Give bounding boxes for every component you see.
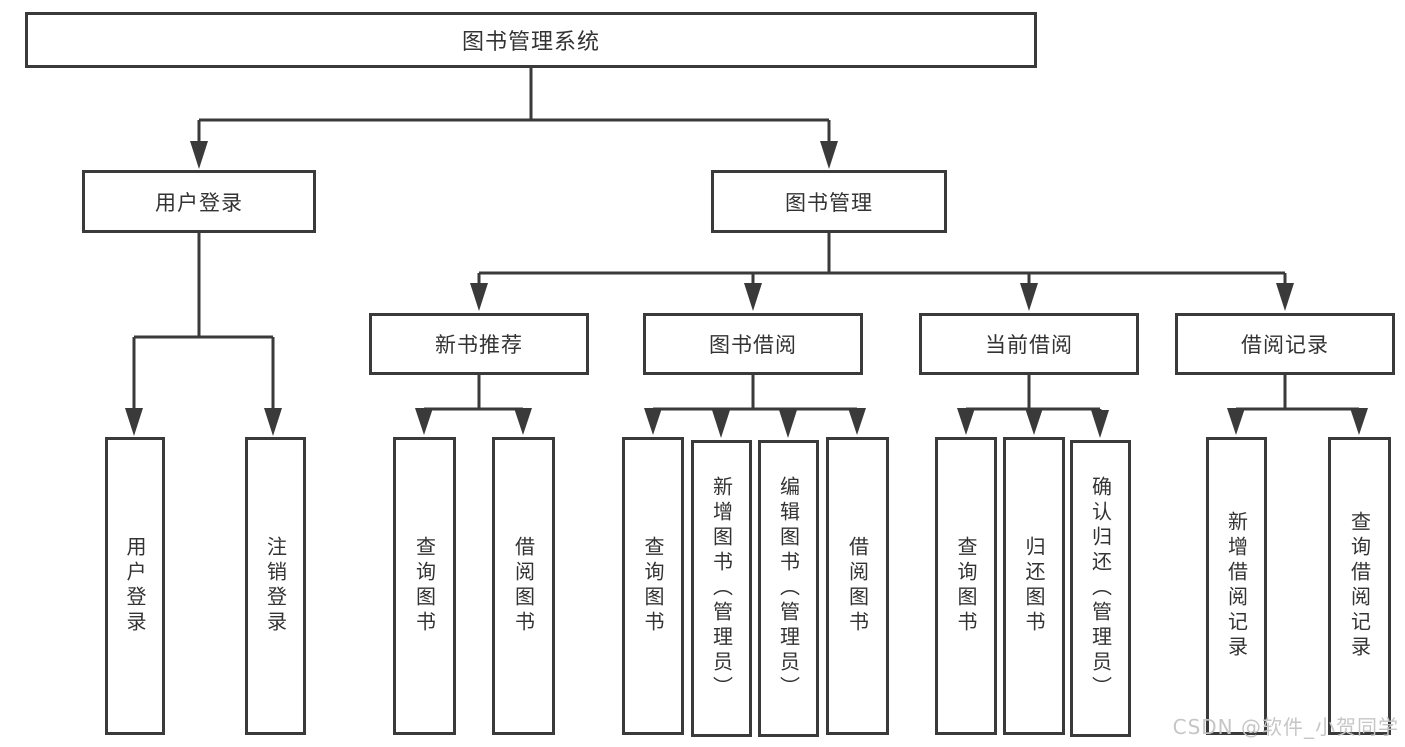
leaf-user-login: 用户登录 bbox=[105, 437, 165, 735]
node-book-borrow: 图书借阅 bbox=[643, 313, 863, 375]
connector-book-management-children bbox=[477, 233, 1287, 286]
connector-borrow-records-children bbox=[1234, 375, 1361, 412]
arrow-user-login bbox=[190, 141, 208, 169]
arrow-bb-query bbox=[644, 408, 662, 435]
arrow-nb-query bbox=[415, 408, 433, 435]
leaf-br-query-record: 查询借阅记录 bbox=[1328, 437, 1391, 735]
arrow-bb-add bbox=[712, 410, 730, 438]
connector-root-to-level2 bbox=[197, 68, 831, 144]
leaf-bb-borrow-books: 借阅图书 bbox=[826, 437, 889, 735]
arrow-borrow-records bbox=[1276, 283, 1294, 311]
connector-user-login-children bbox=[132, 233, 275, 410]
node-current-borrow: 当前借阅 bbox=[919, 313, 1139, 375]
leaf-logout-login: 注销登录 bbox=[245, 437, 306, 735]
arrow-nb-borrow bbox=[514, 408, 532, 435]
arrow-book-management bbox=[820, 141, 838, 169]
leaf-cb-confirm-return-admin: 确认归还（管理员） bbox=[1070, 440, 1131, 737]
arrow-book-borrow bbox=[744, 283, 762, 311]
leaf-br-add-record: 新增借阅记录 bbox=[1206, 437, 1267, 735]
leaf-bb-query-books: 查询图书 bbox=[622, 437, 684, 735]
arrow-cb-query bbox=[957, 408, 975, 435]
arrow-leaf-user-login bbox=[125, 408, 143, 436]
leaf-nb-query-books: 查询图书 bbox=[393, 437, 456, 735]
leaf-cb-return-books: 归还图书 bbox=[1003, 437, 1065, 735]
connector-new-book-children bbox=[422, 375, 525, 412]
leaf-nb-borrow-books: 借阅图书 bbox=[492, 437, 555, 735]
leaf-bb-edit-books-admin: 编辑图书（管理员） bbox=[758, 440, 819, 737]
arrow-bb-borrow bbox=[848, 408, 866, 435]
arrow-br-add bbox=[1227, 408, 1245, 435]
arrow-bb-edit bbox=[779, 410, 797, 438]
node-root-system: 图书管理系统 bbox=[25, 12, 1037, 68]
connector-book-borrow-children bbox=[651, 375, 859, 412]
leaf-bb-add-books-admin: 新增图书（管理员） bbox=[691, 440, 752, 737]
arrow-br-query bbox=[1350, 408, 1368, 435]
leaf-cb-query-books: 查询图书 bbox=[935, 437, 997, 735]
arrow-leaf-logout bbox=[264, 408, 282, 436]
arrow-cb-return bbox=[1025, 408, 1043, 435]
node-borrow-records: 借阅记录 bbox=[1175, 313, 1395, 375]
node-user-login: 用户登录 bbox=[82, 170, 316, 233]
node-book-management: 图书管理 bbox=[711, 170, 947, 233]
arrow-current-borrow bbox=[1020, 283, 1038, 311]
arrow-new-book-recommend bbox=[470, 283, 488, 311]
csdn-watermark: CSDN @软件_小贺同学 bbox=[1172, 715, 1399, 739]
arrow-cb-confirm bbox=[1091, 410, 1109, 438]
connector-current-borrow-children bbox=[964, 375, 1102, 412]
node-new-book-recommend: 新书推荐 bbox=[369, 313, 589, 375]
